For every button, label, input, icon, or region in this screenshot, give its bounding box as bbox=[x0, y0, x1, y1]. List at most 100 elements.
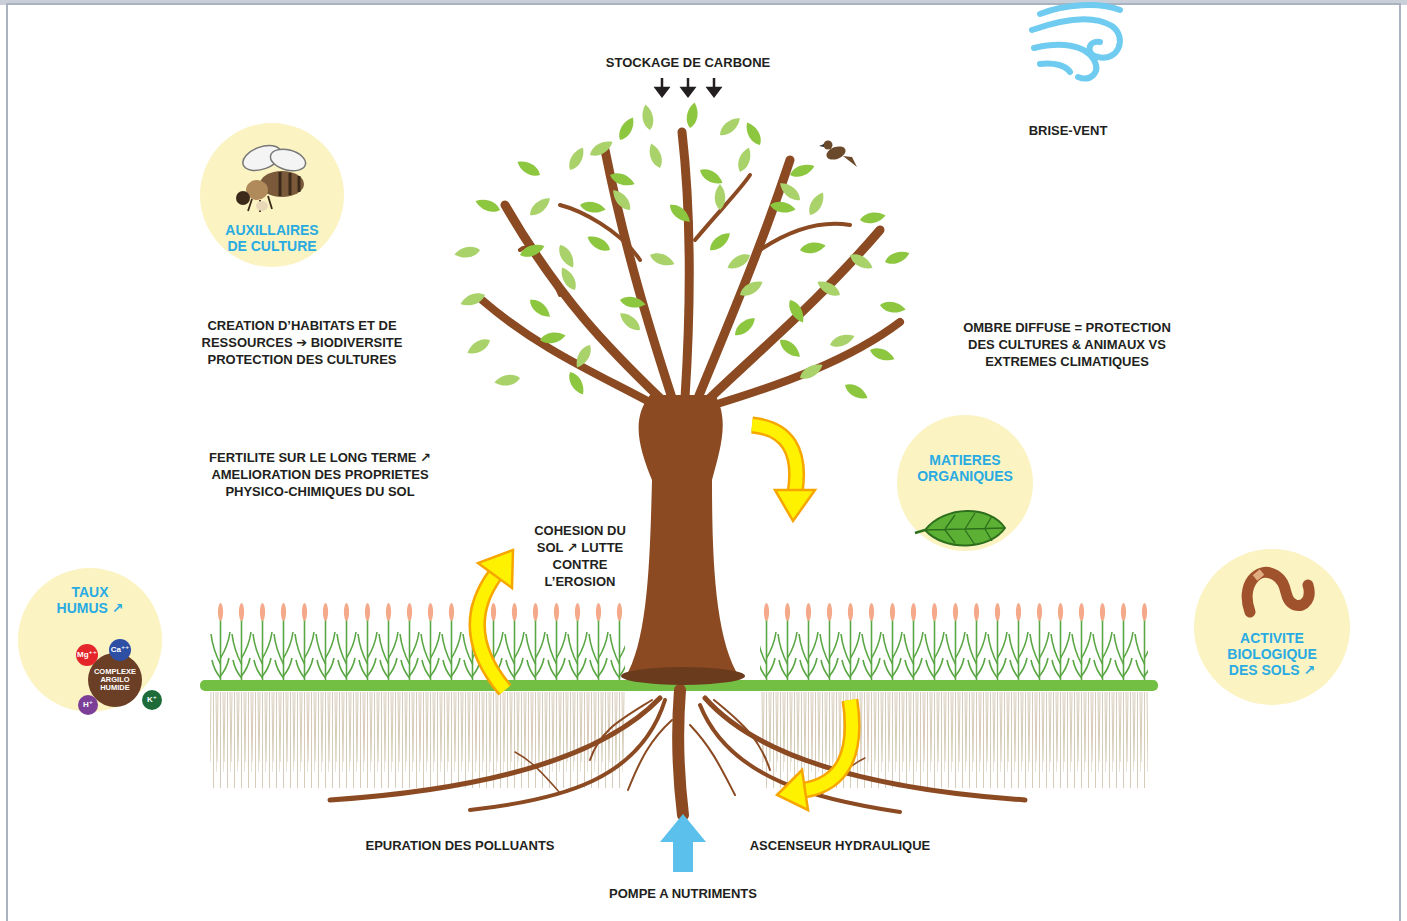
tree-roots bbox=[330, 690, 1025, 815]
leaf bbox=[565, 369, 587, 397]
leaf bbox=[646, 142, 665, 170]
cycle-arrow bbox=[477, 550, 513, 690]
leaf bbox=[555, 242, 577, 270]
twig bbox=[695, 175, 750, 240]
crop-roots bbox=[760, 692, 1148, 792]
leaf bbox=[883, 248, 911, 267]
leaf bbox=[557, 265, 579, 293]
leaf bbox=[815, 277, 843, 299]
arrow-shaft bbox=[673, 840, 693, 872]
benefit-label: FERTILITE SUR LE LONG TERME ↗ AMELIORATI… bbox=[195, 450, 445, 501]
benefit-circle: TAUX HUMUS ↗COMPLEXE ARGILO HUMIDEMg⁺⁺Ca… bbox=[18, 568, 162, 712]
circle-shape bbox=[142, 690, 162, 710]
carbon-label: STOCKAGE DE CARBONE bbox=[558, 55, 818, 72]
leaf bbox=[587, 137, 615, 159]
root bbox=[705, 698, 1025, 800]
tap-root bbox=[678, 690, 683, 815]
cation-circle: K⁺ bbox=[142, 690, 162, 710]
root-function-label: EPURATION DES POLLUANTS bbox=[335, 838, 585, 855]
leaf bbox=[842, 380, 870, 402]
fine-root bbox=[690, 725, 735, 795]
leaf bbox=[725, 250, 753, 272]
fine-root bbox=[515, 752, 560, 793]
arrow-body bbox=[805, 700, 852, 790]
cation-circle: H⁺ bbox=[78, 695, 98, 715]
twig bbox=[560, 205, 640, 260]
arrow-head bbox=[660, 814, 706, 842]
leaf bbox=[615, 115, 637, 143]
circle-shape bbox=[18, 568, 162, 712]
arrow-outline bbox=[805, 700, 852, 790]
leaf bbox=[879, 300, 906, 315]
circle-shape bbox=[200, 123, 344, 267]
root bbox=[470, 700, 665, 810]
leaf bbox=[579, 200, 606, 215]
leaf bbox=[707, 229, 734, 254]
leaf bbox=[697, 165, 725, 187]
leaf bbox=[493, 373, 520, 388]
leaf bbox=[565, 145, 587, 173]
arrow-head bbox=[775, 490, 815, 521]
leaf bbox=[539, 330, 566, 345]
branch bbox=[482, 300, 655, 405]
leaf bbox=[640, 103, 655, 130]
leaf bbox=[459, 290, 487, 309]
leaf bbox=[453, 245, 480, 260]
benefit-circle: AUXILLAIRES DE CULTURE bbox=[200, 123, 344, 267]
leaf bbox=[585, 232, 613, 254]
leaf bbox=[805, 190, 827, 218]
leaf bbox=[617, 309, 644, 334]
wind-stroke bbox=[1034, 45, 1096, 79]
circle-title: TAUX HUMUS ↗ bbox=[45, 584, 135, 616]
tree-leaves bbox=[453, 101, 911, 402]
arrow-head bbox=[478, 550, 513, 588]
leaf bbox=[859, 210, 886, 225]
leaf bbox=[799, 240, 826, 255]
leaf bbox=[667, 201, 694, 226]
branch bbox=[714, 322, 900, 405]
root bbox=[330, 698, 660, 800]
leaf bbox=[474, 196, 502, 215]
leaf bbox=[648, 250, 676, 269]
arrow-head bbox=[682, 88, 694, 96]
root-function-label: ASCENSEUR HYDRAULIQUE bbox=[715, 838, 965, 855]
cation-circle: Mg⁺⁺ bbox=[76, 644, 98, 666]
circle-title: AUXILLAIRES DE CULTURE bbox=[220, 222, 324, 254]
leaf bbox=[777, 336, 804, 361]
ion-label: Mg⁺⁺ bbox=[77, 651, 97, 659]
circle-title: ACTIVITE BIOLOGIQUE DES SOLS ↗ bbox=[1220, 630, 1324, 678]
leaf bbox=[685, 101, 700, 128]
wind-icon bbox=[1032, 5, 1120, 78]
wind-stroke bbox=[1032, 19, 1120, 57]
fine-root bbox=[714, 700, 770, 770]
crop-row bbox=[210, 598, 625, 682]
leaf bbox=[732, 314, 759, 339]
leaf bbox=[527, 296, 554, 321]
arrow-head bbox=[656, 88, 668, 96]
leaf bbox=[619, 295, 646, 310]
circle-title: MATIERES ORGANIQUES bbox=[913, 452, 1017, 484]
leaf bbox=[527, 194, 554, 219]
leaf bbox=[735, 146, 754, 174]
leaf bbox=[465, 335, 493, 357]
leaf bbox=[742, 120, 764, 148]
tree-mound bbox=[621, 667, 745, 685]
cycle-arrow bbox=[752, 425, 815, 521]
circle-shape bbox=[897, 415, 1033, 551]
circle-outline bbox=[1194, 549, 1350, 705]
leaf bbox=[828, 331, 856, 350]
leaf bbox=[788, 161, 816, 180]
ion-label: K⁺ bbox=[147, 696, 157, 704]
leaf bbox=[769, 200, 796, 215]
leaf bbox=[847, 250, 875, 272]
tree-trunk bbox=[625, 395, 740, 678]
branch bbox=[605, 150, 672, 398]
arrow-head bbox=[708, 88, 720, 96]
benefit-label: OMBRE DIFFUSE = PROTECTION DES CULTURES … bbox=[961, 320, 1173, 371]
worm-band bbox=[1255, 572, 1262, 578]
ion-label: Ca⁺⁺ bbox=[111, 646, 130, 654]
arrow-outline bbox=[477, 575, 505, 690]
circle-shape bbox=[76, 644, 98, 666]
leaf bbox=[777, 179, 804, 204]
